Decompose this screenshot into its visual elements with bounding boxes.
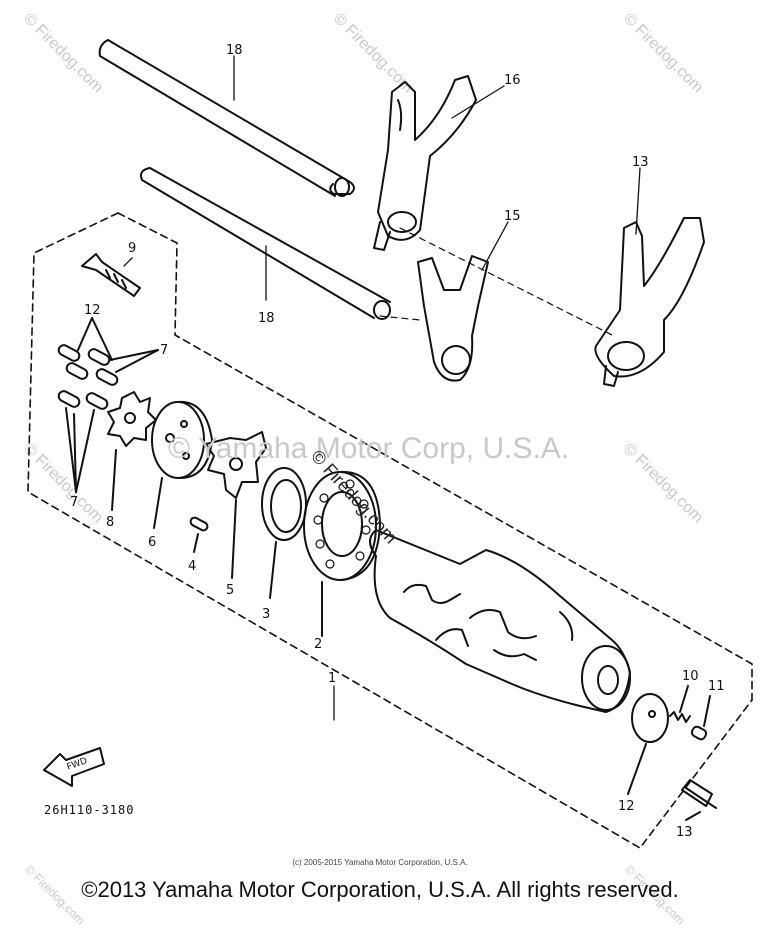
callout-9: 9 [128,241,136,256]
shift-cam-fork-diagram: 18 16 13 15 9 18 12 7 7 8 6 4 5 3 2 1 10… [27,39,753,849]
callout-18-top: 18 [226,43,243,58]
alignment-lines [379,227,613,336]
callout-16: 15 [504,209,521,224]
leader-lines [123,55,641,721]
stopper-plate-5 [205,431,267,579]
callout-8: 8 [106,515,114,530]
bearing-2 [303,470,381,637]
shift-fork-15 [594,217,705,387]
callout-7-right: 7 [160,343,168,358]
callout-7-lower: 7 [70,495,78,510]
fwd-arrow-icon [43,747,105,787]
watermark-center: © Yamaha Motor Corp, U.S.A. [168,432,570,465]
shift-fork-shaft-upper [98,39,355,197]
callout-2: 2 [314,637,322,652]
callout-10: 10 [682,669,699,684]
diagram-code: 26H110-3180 [44,803,135,817]
shift-fork-17 [373,75,477,251]
footer-copyright: ©2013 Yamaha Motor Corporation, U.S.A. A… [81,877,679,902]
shift-cam-1 [369,529,631,713]
callout-14: 12 [84,303,101,318]
segment-plate-8 [107,391,157,511]
callout-4: 4 [188,559,196,574]
small-copyright: (c) 2005-2015 Yamaha Motor Corporation, … [292,858,468,867]
screw-9 [81,253,141,297]
washer-3 [261,467,307,599]
screw-13 [681,779,717,821]
plate-12 [627,693,669,795]
callout-15: 13 [632,155,649,170]
shift-fork-shaft-lower [140,167,391,320]
callout-3: 3 [262,607,270,622]
assembly-outline [27,212,753,849]
callout-1: 1 [328,671,336,686]
spring-10-screw-11 [669,685,711,741]
callout-12: 12 [618,799,635,814]
drum-segment-6 [151,400,213,529]
callout-17: 16 [504,73,521,88]
shift-fork-16 [417,255,489,382]
pins-7-14 [57,317,159,493]
callout-13: 13 [676,825,693,840]
callout-6: 6 [148,535,156,550]
pin-4 [189,516,209,553]
callout-5: 5 [226,583,234,598]
callout-11: 11 [708,679,725,694]
callout-18-mid: 18 [258,311,275,326]
